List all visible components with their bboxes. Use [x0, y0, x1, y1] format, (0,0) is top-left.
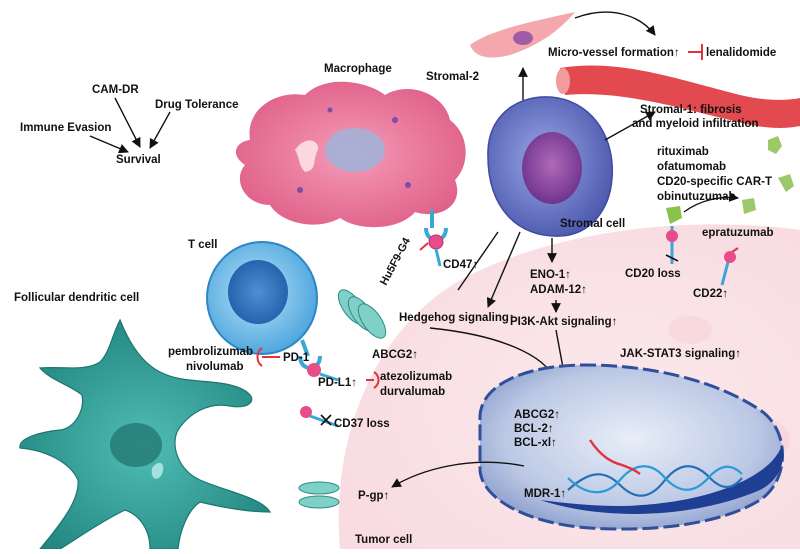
tumor-blob	[668, 316, 712, 344]
pd1-label: PD-1	[283, 352, 310, 364]
ofatumomab-label: ofatumomab	[657, 161, 726, 173]
stromal-1-label-line1: Stromal-1: fibrosis	[640, 104, 742, 116]
stromal-cell-label: Stromal cell	[560, 218, 625, 230]
arrow-camdr-survival	[114, 97, 141, 148]
cd20-ligand	[666, 230, 678, 242]
rituximab-label: rituximab	[657, 146, 709, 158]
fdc-highlight	[151, 462, 164, 479]
cd37-ligand	[300, 406, 312, 418]
dna-strand	[567, 465, 743, 497]
arrow-drugtol-survival	[149, 111, 171, 149]
macrophage-vesicle	[295, 140, 319, 172]
inhibit-pdl1	[366, 371, 380, 389]
macrophage-granule	[297, 187, 303, 193]
survival-label: Survival	[116, 154, 161, 166]
inhibit-pd1-bar	[256, 347, 263, 367]
bcl2-label: BCL-2↑	[514, 423, 554, 435]
cam-dr-label: CAM-DR	[92, 84, 139, 96]
cd37-block	[320, 414, 332, 426]
jak-stat3-label: JAK-STAT3 signaling↑	[620, 348, 741, 360]
immune-evasion-label: Immune Evasion	[20, 122, 111, 134]
adam12-label: ADAM-12↑	[530, 284, 587, 296]
stromal-2-nucleus	[513, 31, 533, 45]
cd47-label: CD47↑	[443, 259, 478, 271]
epratuzumab-label: epratuzumab	[702, 227, 774, 239]
abcg2-membrane-label: ABCG2↑	[372, 349, 418, 361]
pi3k-label: PI3K-Akt signaling↑	[510, 316, 617, 328]
macrophage-label: Macrophage	[324, 63, 392, 75]
nucleus-rim	[540, 445, 784, 514]
drug-tolerance-label: Drug Tolerance	[155, 99, 239, 111]
cd37-loss-label: CD37 loss	[334, 418, 390, 430]
arrow-to-microvessel	[574, 11, 656, 36]
arrow-antibody	[683, 192, 739, 213]
arrow-to-stromal1	[604, 111, 656, 141]
cd22-label: CD22↑	[693, 288, 728, 300]
abcg2-transporter	[337, 289, 387, 339]
hu5f9-label: Hu5F9-G4	[378, 235, 413, 287]
t-cell-label: T cell	[188, 239, 217, 251]
macrophage-granule	[392, 117, 398, 123]
antibody-icon	[666, 206, 682, 224]
macrophage-granule	[405, 182, 411, 188]
atezolizumab-label: atezolizumab	[380, 371, 452, 383]
dna-strand	[567, 465, 743, 494]
cd20-loss-label: CD20 loss	[625, 268, 681, 280]
eno1-label: ENO-1↑	[530, 269, 571, 281]
arrow-immune-survival	[89, 135, 129, 154]
pdl1-stalk	[319, 372, 339, 382]
durvalumab-label: durvalumab	[380, 386, 445, 398]
lenalidomide-label: lenalidomide	[706, 47, 776, 59]
hedgehog-label: Hedgehog signaling↑	[399, 312, 515, 324]
inhibit-epratuzumab	[731, 247, 739, 253]
nivolumab-label: nivolumab	[186, 361, 244, 373]
pdl1-label: PD-L1↑	[318, 377, 357, 389]
t-cell-nucleus	[228, 260, 288, 324]
stromal-2-label: Stromal-2	[426, 71, 479, 83]
cd20-block	[665, 254, 679, 262]
fdc-label: Follicular dendritic cell	[14, 292, 139, 304]
obinutuzumab-label: obinutuzumab	[657, 191, 736, 203]
macrophage-granule	[327, 107, 333, 113]
antibody-icon	[742, 198, 756, 214]
dna-highlight	[589, 439, 641, 475]
stromal-nucleus	[522, 132, 582, 204]
micro-vessel	[560, 65, 800, 128]
arrow-to-hedgehog	[486, 231, 521, 308]
arrow-mdr1-to-pgp	[391, 461, 525, 488]
cd47-ligand	[428, 234, 444, 250]
arrow-macrophage-to-pd1	[457, 231, 499, 291]
pgp-label: P-gp↑	[358, 490, 389, 502]
antibody-icon	[778, 174, 794, 192]
stromal-1-label-line2: and myeloid infiltration	[632, 118, 759, 130]
bclxl-label: BCL-xl↑	[514, 437, 557, 449]
macrophage-nucleus	[325, 128, 385, 172]
car-t-label: CD20-specific CAR-T	[657, 176, 772, 188]
pgp-transporter	[298, 481, 340, 509]
pembrolizumab-label: pembrolizumab	[168, 346, 253, 358]
fdc-nucleus	[110, 423, 162, 467]
micro-vessel-label: Micro-vessel formation↑	[548, 47, 680, 59]
mdr1-label: MDR-1↑	[524, 488, 566, 500]
antibody-icon	[768, 136, 782, 154]
micro-vessel-end	[556, 68, 570, 94]
tumor-cell-label: Tumor cell	[355, 534, 412, 546]
pdl1-ligand	[307, 363, 321, 377]
inhibit-hu5f9	[419, 242, 429, 251]
cd47-stalk	[434, 248, 442, 267]
cd22-stalk	[720, 261, 730, 286]
abcg2-nucleus-label: ABCG2↑	[514, 409, 560, 421]
cd22-ligand	[724, 251, 736, 263]
